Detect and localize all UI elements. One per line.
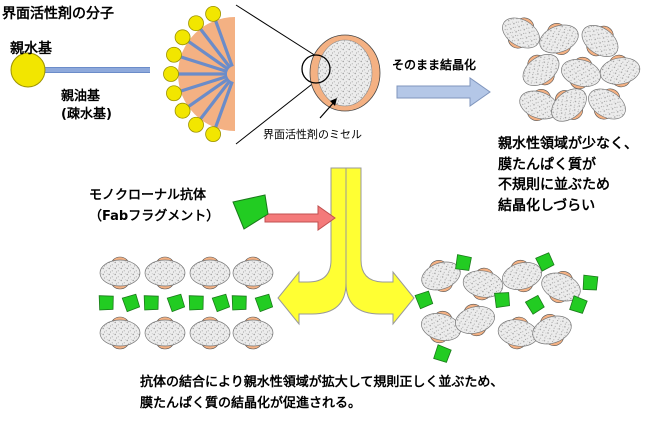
regular-crystal-3d <box>414 252 599 363</box>
fab-antibody <box>455 254 472 271</box>
fab-antibody <box>582 274 599 291</box>
micelle-tail <box>187 39 230 71</box>
protein-micelle-unit <box>462 267 504 301</box>
micelle-tail <box>214 80 234 129</box>
antibody-add-arrow <box>264 205 336 231</box>
micelle-head <box>188 116 204 133</box>
conclusion-text: 抗体の結合により親水性領域が拡大して規則正しく並ぶため、 膜たんぱく質の結晶化が… <box>140 372 503 414</box>
protein-micelle-unit <box>532 314 572 346</box>
crystallize-arrow <box>396 77 491 107</box>
protein-micelle-unit <box>541 271 581 303</box>
micelle-head <box>205 126 222 143</box>
protein-micelle-unit <box>144 316 186 350</box>
fab-antibody <box>524 294 545 315</box>
surfactant-molecule <box>10 52 150 88</box>
protein-micelle-unit <box>581 24 619 58</box>
protein-micelle-unit <box>519 89 559 121</box>
fab-antibody <box>254 293 274 313</box>
fab-antibody <box>535 252 555 272</box>
protein-micelle <box>301 34 381 112</box>
micelle-head <box>166 85 182 102</box>
micelle-head <box>166 46 182 63</box>
protein-micelle-unit <box>99 256 141 290</box>
regular-crystal <box>98 256 274 350</box>
fab-antibody <box>414 290 434 310</box>
protein-micelle-unit <box>232 256 274 290</box>
fab-antibody <box>188 295 204 311</box>
protein-micelle-unit <box>588 88 626 120</box>
problem-line-1: 親水性領域が少なく、 <box>498 136 638 152</box>
protein-micelle-unit <box>539 23 579 55</box>
protein-micelle-unit <box>502 259 542 293</box>
micelle-tail <box>187 77 230 109</box>
hydrophilic-label: 親水基 <box>10 41 52 57</box>
protein-micelle-unit <box>551 88 587 122</box>
hydrophilic-head <box>10 52 46 88</box>
protein-micelle-unit <box>502 17 540 49</box>
conclusion-line-2: 膜たんぱく質の結晶化が促進される。 <box>140 396 362 411</box>
protein-micelle-unit <box>99 316 141 350</box>
problem-text: 親水性領域が少なく、 膜たんぱく質が 不規則に並ぶため 結晶化しづらい <box>498 134 638 216</box>
problem-line-3: 不規則に並ぶため <box>498 177 610 193</box>
conclusion-line-1: 抗体の結合により親水性領域が拡大して規則正しく並ぶため、 <box>140 375 504 390</box>
fab-antibody <box>569 295 588 314</box>
micelle-tail <box>199 27 232 69</box>
zoom-lines <box>235 4 317 145</box>
fab-antibody <box>121 293 141 313</box>
irregular-crystal <box>502 17 641 122</box>
micelle-pointer-arrow <box>319 98 337 119</box>
protein-micelle-unit <box>144 256 186 290</box>
fab-antibody <box>433 344 452 363</box>
fab-antibody <box>166 293 186 313</box>
protein-micelle-unit <box>455 303 495 337</box>
micelle-tail <box>199 79 232 121</box>
hydrophobic-label-sub: (疎水基) <box>61 107 112 122</box>
crystallize-label: そのまま結晶化 <box>392 58 477 72</box>
protein-micelle-unit <box>421 310 461 344</box>
micelle-head <box>205 5 222 22</box>
fab-antibody <box>211 293 231 313</box>
protein-micelle-unit <box>599 54 641 88</box>
micelle-closeup <box>163 5 235 143</box>
protein-micelle-unit <box>189 256 231 290</box>
surfactant-title: 界面活性剤の分子 <box>2 6 114 22</box>
micelle-tail <box>214 19 234 68</box>
protein-micelle-unit <box>522 53 560 87</box>
problem-line-2: 膜たんぱく質が <box>498 156 596 173</box>
protein-micelle-unit <box>189 316 231 350</box>
micelle-head <box>188 15 204 32</box>
antibody-label: モノクローナル抗体 <box>89 188 207 203</box>
micelle-head <box>174 29 191 46</box>
protein-micelle-unit <box>232 316 274 350</box>
hydrophobic-label: 親油基 <box>61 89 101 104</box>
protein-micelle-unit <box>497 316 539 350</box>
zoom-circle <box>301 54 331 84</box>
protein-micelle-unit <box>561 56 601 90</box>
micelle-tail <box>180 55 228 74</box>
micelle-tails <box>178 19 234 129</box>
fab-antibody <box>98 295 114 311</box>
antibody-label-sub: （Fabフラグメント） <box>89 209 220 224</box>
fab-antibody <box>143 295 159 311</box>
problem-line-4: 結晶化しづらい <box>498 197 596 214</box>
micelle-head <box>163 66 179 82</box>
fab-antibody <box>494 292 510 308</box>
micelle-heads <box>163 5 222 143</box>
micelle-label: 界面活性剤のミセル <box>263 128 362 141</box>
fab-antibody <box>231 295 247 311</box>
micelle-tail <box>180 74 228 93</box>
protein-micelle-unit <box>421 260 461 292</box>
fab-antibody-icon <box>232 194 269 230</box>
micelle-head <box>174 102 191 119</box>
